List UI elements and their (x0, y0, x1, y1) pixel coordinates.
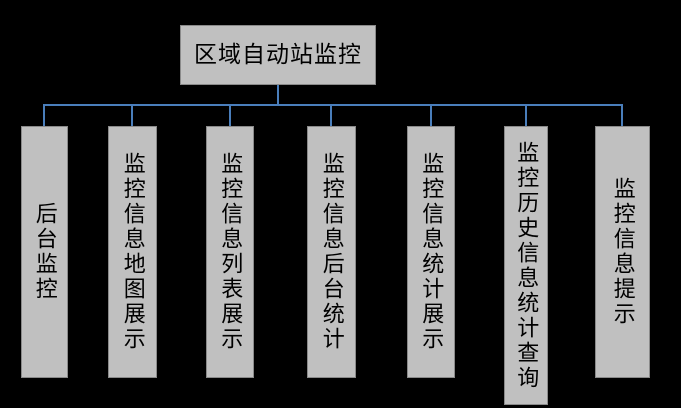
root-node-label: 区域自动站监控 (194, 42, 362, 68)
child-node-2[interactable]: 监控信息地图展示 (108, 126, 157, 378)
connector-bus (44, 104, 623, 106)
connector-drop-4 (330, 104, 332, 127)
child-node-6[interactable]: 监控历史信息统计查询 (504, 126, 548, 405)
connector-root-stem (277, 85, 279, 106)
child-node-3-label: 监控信息列表展示 (218, 152, 244, 352)
connector-drop-6 (525, 104, 527, 127)
child-node-6-label: 监控历史信息统计查询 (514, 140, 540, 391)
child-node-1[interactable]: 后台监控 (21, 126, 68, 378)
child-node-3[interactable]: 监控信息列表展示 (206, 126, 254, 378)
connector-drop-5 (430, 104, 432, 127)
child-node-5-label: 监控信息统计展示 (419, 152, 445, 352)
connector-drop-3 (229, 104, 231, 127)
connector-drop-2 (131, 104, 133, 127)
connector-drop-7 (621, 104, 623, 127)
child-node-7[interactable]: 监控信息提示 (595, 126, 650, 378)
child-node-4[interactable]: 监控信息后台统计 (307, 126, 356, 378)
connector-drop-1 (43, 104, 45, 127)
child-node-1-label: 后台监控 (32, 202, 58, 302)
child-node-7-label: 监控信息提示 (610, 177, 636, 327)
child-node-2-label: 监控信息地图展示 (120, 152, 146, 352)
child-node-4-label: 监控信息后台统计 (319, 152, 345, 352)
root-node[interactable]: 区域自动站监控 (180, 25, 376, 85)
child-node-5[interactable]: 监控信息统计展示 (407, 126, 455, 378)
